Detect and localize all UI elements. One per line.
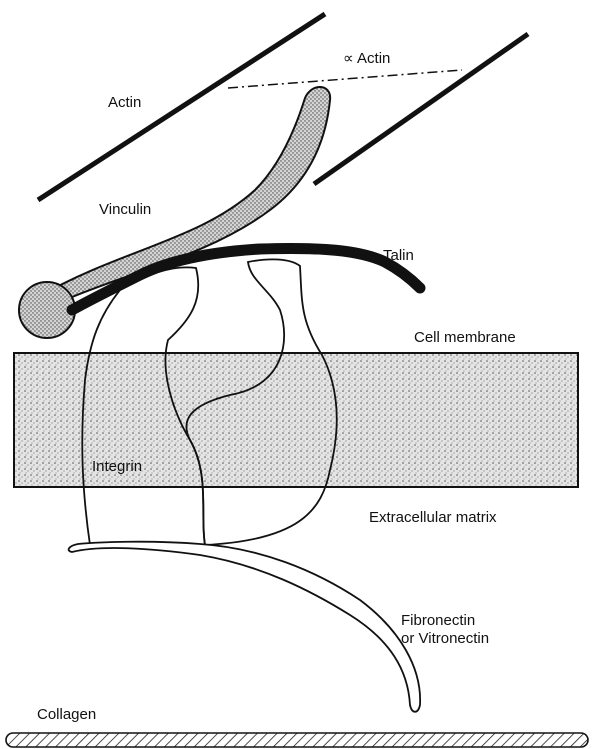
collagen-bar [6, 733, 588, 747]
talin-label: Talin [383, 247, 414, 265]
cell-membrane-label: Cell membrane [414, 329, 516, 347]
fibronectin-label: Fibronectin or Vitronectin [401, 612, 489, 648]
vinculin-label: Vinculin [99, 201, 151, 219]
alpha-actin-label: ∝ Actin [343, 50, 390, 68]
collagen-label: Collagen [37, 706, 96, 724]
integrin-label: Integrin [92, 458, 142, 476]
fibronectin-strand [69, 542, 421, 712]
fibronectin-label-line1: Fibronectin [401, 612, 489, 630]
actin-label: Actin [108, 94, 141, 112]
fibronectin-label-line2: or Vitronectin [401, 630, 489, 648]
alpha-actin-link [228, 70, 462, 88]
extracellular-matrix-label: Extracellular matrix [369, 509, 497, 527]
